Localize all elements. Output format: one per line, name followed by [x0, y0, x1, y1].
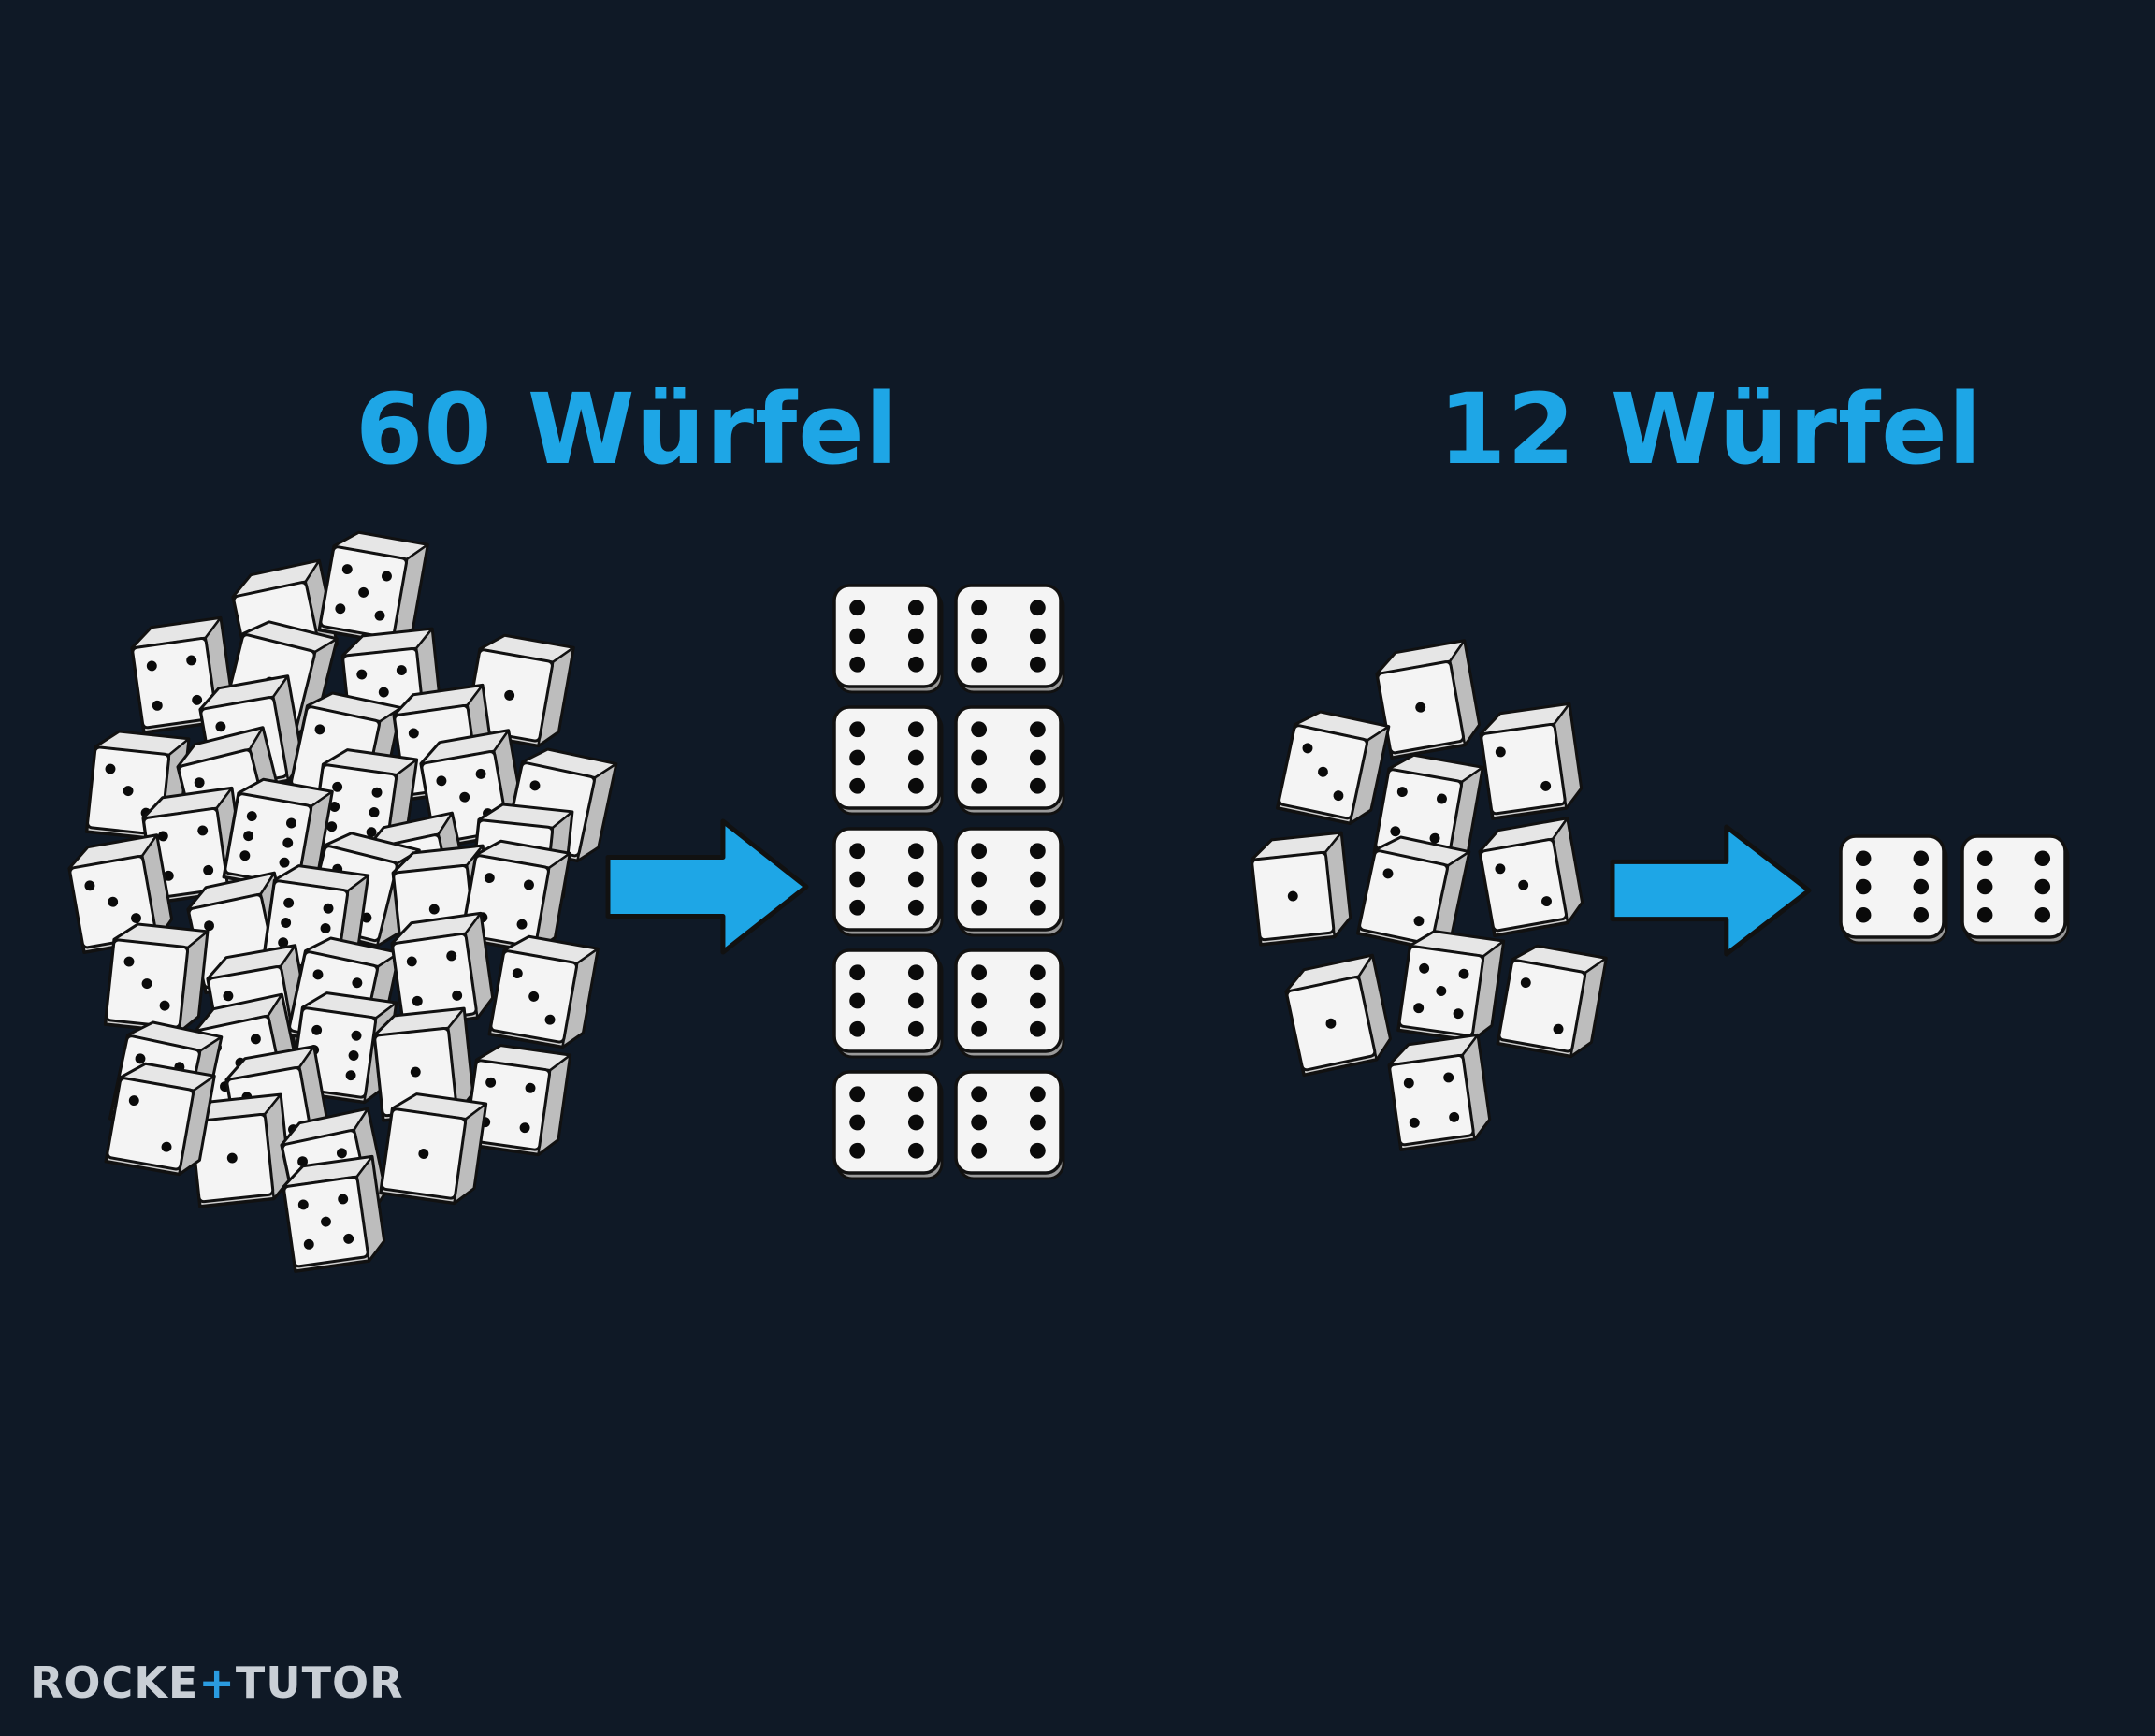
loose-die: [1250, 831, 1352, 947]
loose-die: [1396, 930, 1506, 1043]
right-arrow-icon: [1610, 824, 1812, 957]
loose-die: [379, 1092, 488, 1206]
loose-die: [1479, 702, 1584, 820]
loose-die: [1275, 710, 1391, 826]
left-loose-dice-pile: [67, 530, 618, 1273]
logo-text-part2: TUTOR: [235, 1657, 404, 1708]
left-arrow-icon: [605, 818, 809, 955]
logo-text-part1: ROCKE: [30, 1657, 199, 1708]
loose-die: [67, 833, 174, 954]
loose-die: [1375, 639, 1482, 760]
stacked-die: [1839, 834, 1948, 945]
left-title: 60 Würfel: [355, 372, 900, 486]
loose-die: [1387, 1033, 1492, 1151]
loose-die: [317, 530, 429, 645]
logo-accent: +: [198, 1657, 236, 1708]
loose-die: [390, 911, 495, 1030]
loose-die: [487, 934, 600, 1049]
loose-die: [1284, 953, 1392, 1078]
loose-die: [104, 1062, 216, 1177]
arrow-shape: [605, 818, 809, 955]
stacked-die: [1960, 834, 2070, 945]
loose-die: [282, 1154, 386, 1273]
loose-die: [222, 777, 334, 892]
loose-die: [372, 1006, 475, 1122]
stacked-die: [954, 948, 1065, 1059]
stacked-die: [832, 827, 944, 937]
loose-die: [103, 922, 210, 1034]
stacked-die: [954, 584, 1065, 694]
stacked-die: [954, 827, 1065, 937]
stacked-die: [954, 1070, 1065, 1180]
stacked-die: [832, 705, 944, 816]
right-stacked-dice-row: [1839, 834, 2070, 945]
stacked-die: [832, 1070, 944, 1180]
arrow-shape: [1610, 824, 1812, 957]
loose-die: [1496, 944, 1608, 1059]
stacked-die: [954, 705, 1065, 816]
loose-die: [189, 1092, 292, 1208]
right-loose-dice-pile: [1250, 639, 1608, 1151]
left-stacked-dice-grid: [832, 584, 1065, 1180]
loose-die: [1478, 817, 1584, 937]
stacked-die: [832, 584, 944, 694]
brand-logo: ROCKE+TUTOR: [30, 1657, 404, 1708]
loose-die: [1355, 835, 1471, 951]
loose-die: [463, 633, 575, 748]
right-title: 12 Würfel: [1439, 372, 1983, 486]
stacked-die: [832, 948, 944, 1059]
loose-die: [459, 839, 571, 954]
